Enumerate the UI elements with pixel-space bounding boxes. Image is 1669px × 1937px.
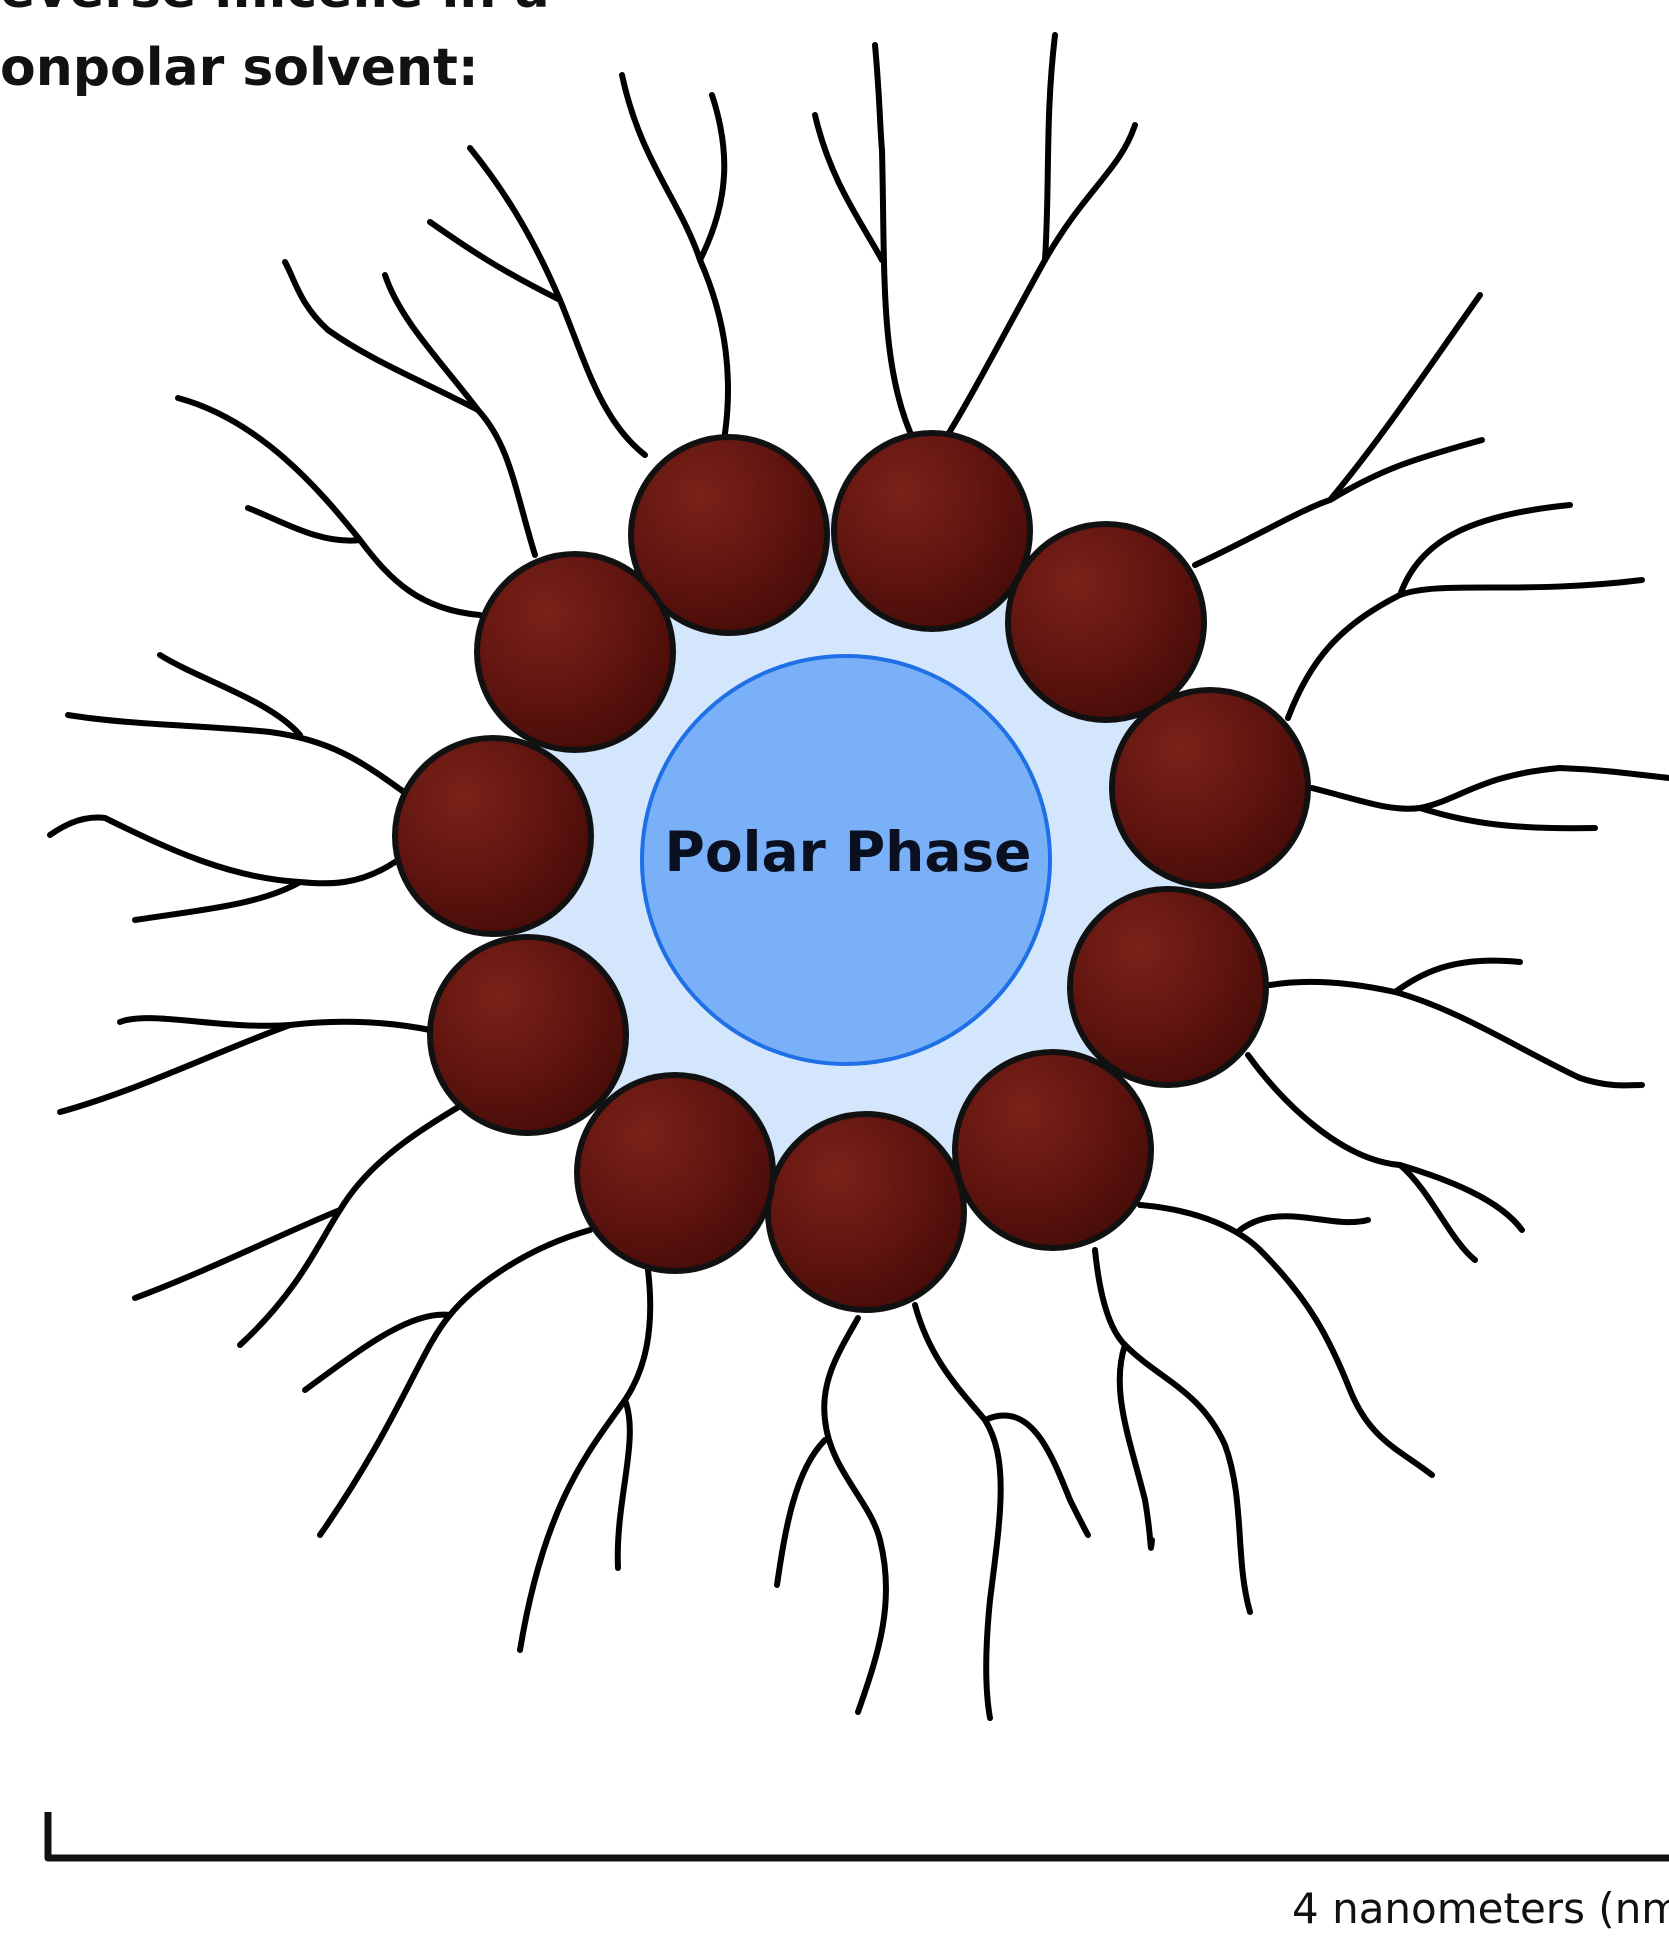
head-group <box>1008 524 1204 720</box>
tail-branch <box>777 1440 825 1585</box>
tail-branch <box>925 125 1135 470</box>
head-group <box>955 1052 1151 1248</box>
head-group <box>477 554 673 750</box>
tail-branch <box>135 1210 340 1298</box>
tail-branch <box>1400 505 1570 595</box>
tail-branch <box>1288 580 1642 718</box>
tail-branch <box>1045 35 1055 260</box>
tail-branch <box>248 508 360 541</box>
head-group <box>1112 690 1308 886</box>
tail-branch <box>875 45 910 432</box>
tail-branch <box>135 882 300 920</box>
tail-branch <box>50 818 395 884</box>
tail-branch <box>385 275 535 555</box>
tail-branch <box>1095 1250 1250 1612</box>
tail-branch <box>68 715 408 795</box>
diagram-title-line-2: onpolar solvent: <box>0 42 479 94</box>
tail-branch <box>1312 768 1669 809</box>
tail-branch <box>618 1400 630 1568</box>
head-group <box>768 1114 964 1310</box>
tail-branch <box>1120 1345 1152 1548</box>
tail-branch <box>1240 1216 1368 1230</box>
tail-branch <box>815 115 882 260</box>
head-group <box>577 1075 773 1271</box>
polar-phase-label: Polar Phase <box>560 825 1136 880</box>
head-group <box>430 937 626 1133</box>
tail-branch <box>622 75 728 470</box>
tail-branch <box>1330 295 1480 500</box>
scale-bar-label: 4 nanometers (nm <box>1292 1888 1669 1930</box>
tail-branch <box>700 95 724 260</box>
tail-branch <box>240 1100 470 1345</box>
tail-branch <box>915 1305 1001 1718</box>
diagram-title-line-1: everse micelle in a <box>0 0 550 16</box>
tail-branch <box>1248 1055 1522 1230</box>
tail-branch <box>1270 982 1642 1086</box>
tail-branch <box>60 1025 290 1112</box>
tail-branch <box>824 1318 886 1712</box>
tail-branch <box>1395 961 1520 992</box>
tail-branch <box>178 398 480 615</box>
tail-branch <box>285 262 478 410</box>
tail-branch <box>320 1230 590 1535</box>
scale-bar <box>48 1812 1669 1858</box>
tail-branch <box>1420 808 1595 828</box>
head-group <box>1070 889 1266 1085</box>
head-group <box>834 433 1030 629</box>
tail-branch <box>1140 1205 1432 1475</box>
